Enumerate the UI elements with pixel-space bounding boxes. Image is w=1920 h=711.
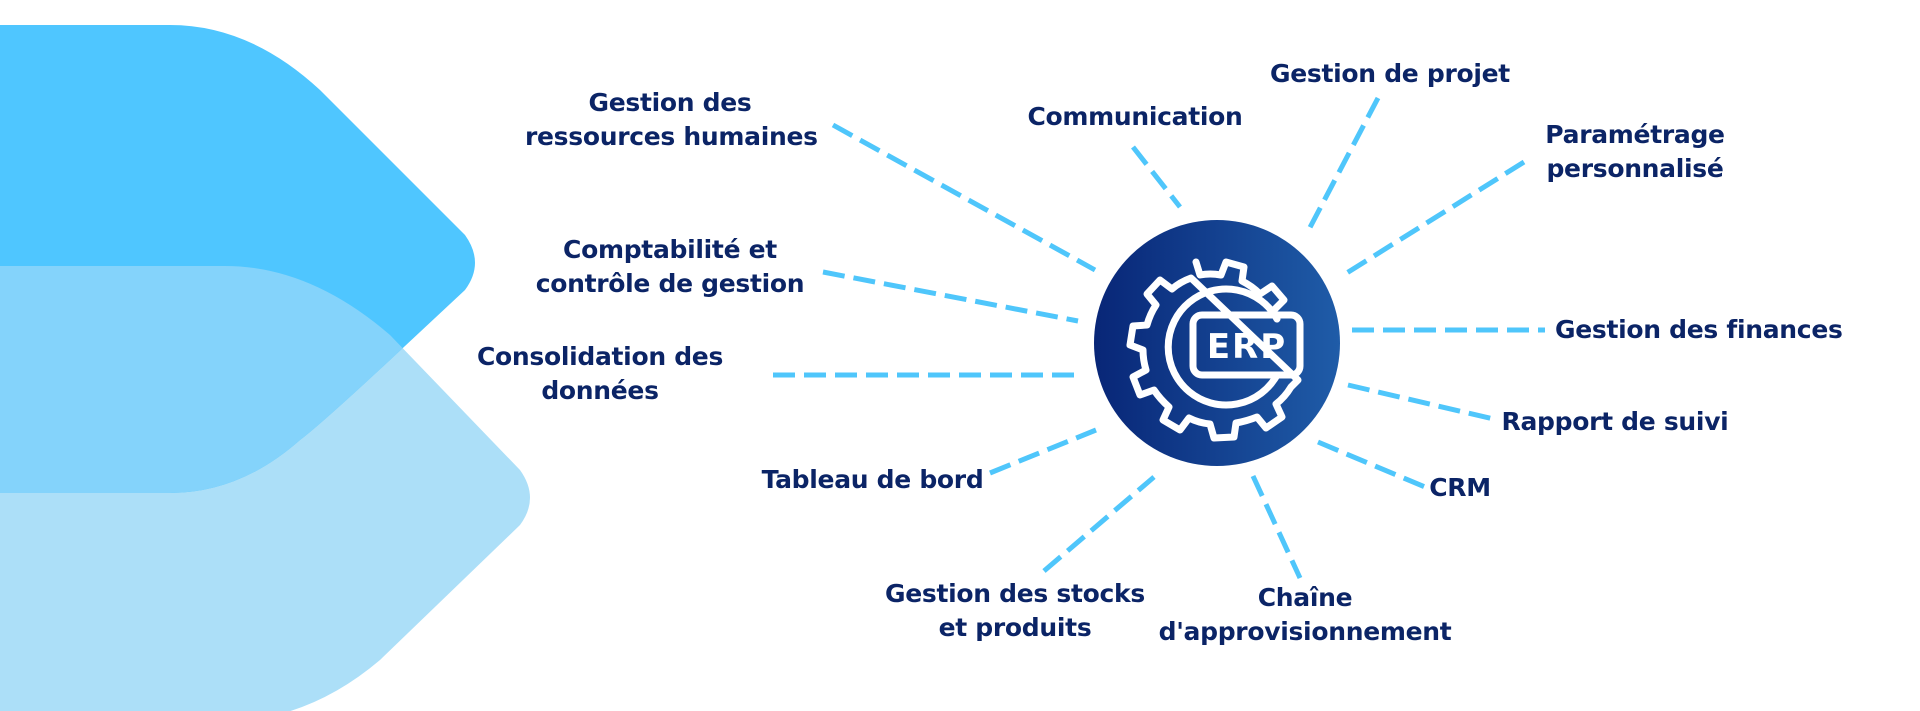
hub-erp-text: ERP bbox=[1207, 327, 1287, 367]
module-label-approvisionnement: Chaîne d'approvisionnement bbox=[1158, 583, 1452, 646]
connector-rapport bbox=[1347, 382, 1499, 423]
connector-projet bbox=[1303, 96, 1381, 237]
connector-tableau bbox=[989, 427, 1097, 476]
connector-communication bbox=[1131, 145, 1182, 209]
module-label-finances: Gestion des finances bbox=[1555, 315, 1843, 344]
connector-comptabilite bbox=[822, 269, 1079, 324]
module-label-parametrage: Paramétrage personnalisé bbox=[1545, 120, 1725, 183]
connector-rh bbox=[831, 122, 1097, 273]
module-label-stocks: Gestion des stocks et produits bbox=[885, 579, 1145, 642]
module-label-crm: CRM bbox=[1429, 473, 1491, 502]
module-label-projet: Gestion de projet bbox=[1270, 59, 1510, 88]
connector-crm bbox=[1317, 439, 1426, 490]
module-label-communication: Communication bbox=[1027, 102, 1243, 131]
module-label-tableau: Tableau de bord bbox=[761, 465, 984, 494]
module-label-comptabilite: Comptabilité et contrôle de gestion bbox=[535, 235, 805, 298]
module-label-consolidation: Consolidation des données bbox=[476, 342, 724, 405]
module-label-rh: Gestion des ressources humaines bbox=[525, 88, 818, 151]
connector-parametrage bbox=[1340, 159, 1526, 279]
module-label-rapport: Rapport de suivi bbox=[1501, 407, 1729, 436]
connector-approvisionnement bbox=[1250, 474, 1303, 580]
connector-stocks bbox=[1042, 475, 1156, 573]
erp-gear-icon bbox=[1126, 258, 1304, 442]
